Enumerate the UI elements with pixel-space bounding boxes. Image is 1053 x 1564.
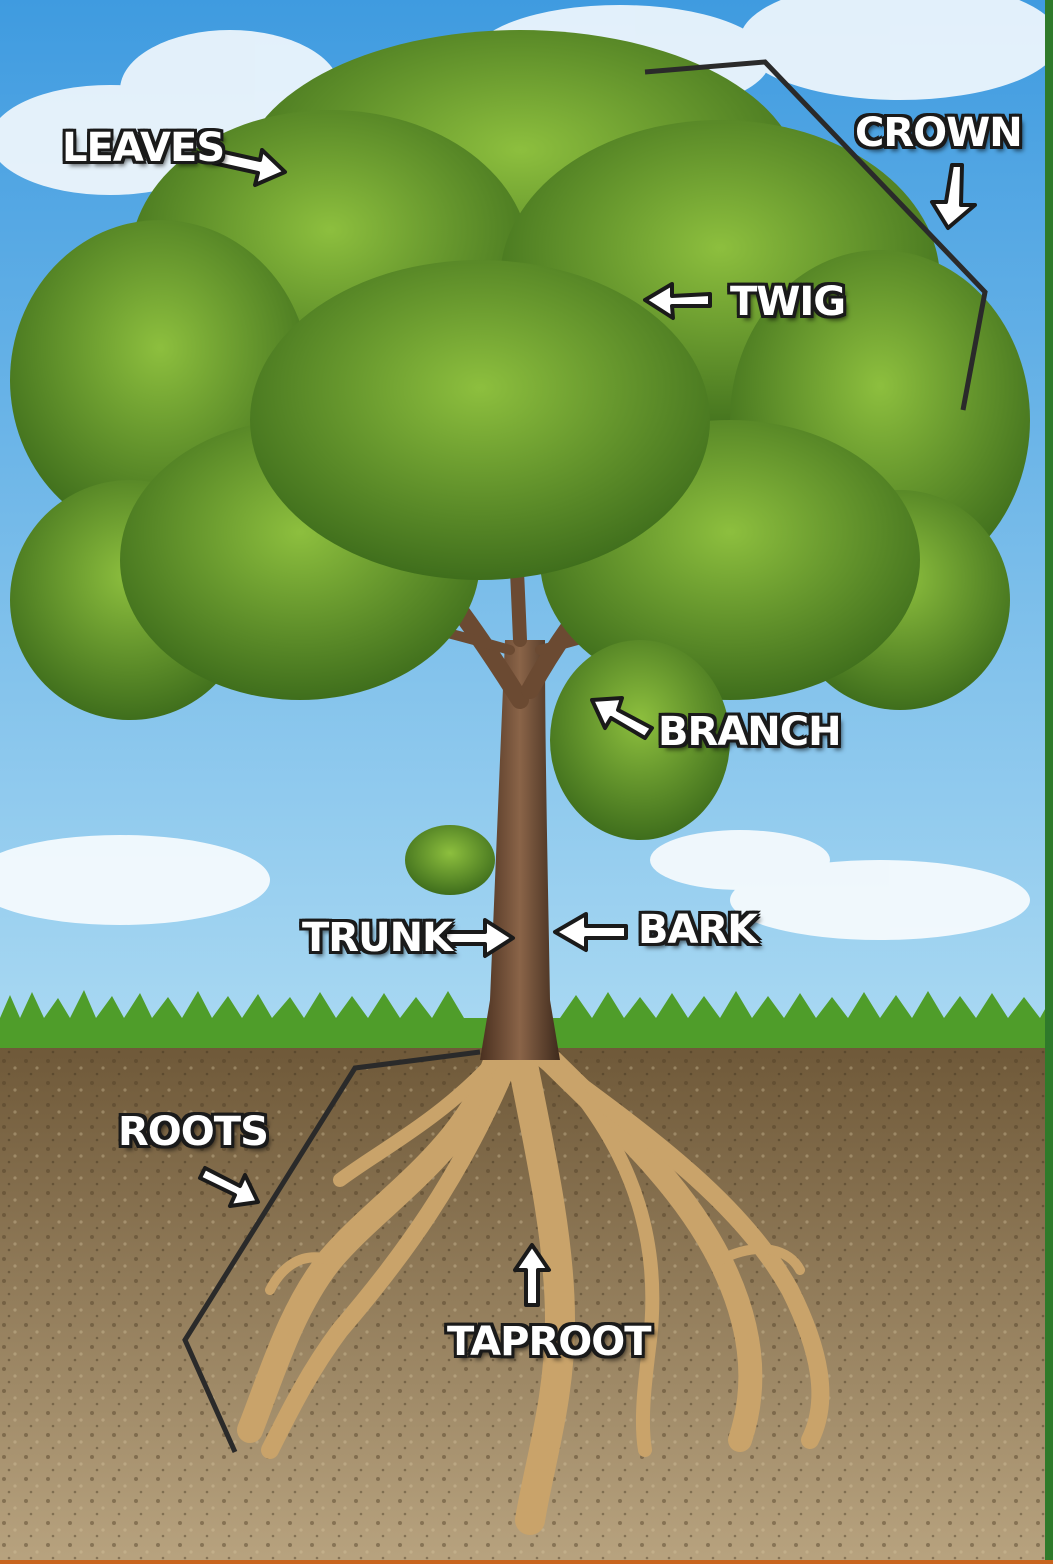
label-twig: TWIG — [730, 282, 845, 322]
page-edge-right — [1045, 0, 1053, 1564]
label-bark: BARK — [638, 910, 757, 950]
label-branch: BRANCH — [658, 712, 841, 752]
page-edge-bottom — [0, 1560, 1053, 1564]
label-trunk: TRUNK — [302, 918, 452, 958]
label-roots: ROOTS — [118, 1112, 268, 1152]
label-leaves: LEAVES — [62, 128, 224, 168]
label-crown: CROWN — [855, 113, 1022, 153]
label-taproot: TAPROOT — [447, 1322, 651, 1362]
